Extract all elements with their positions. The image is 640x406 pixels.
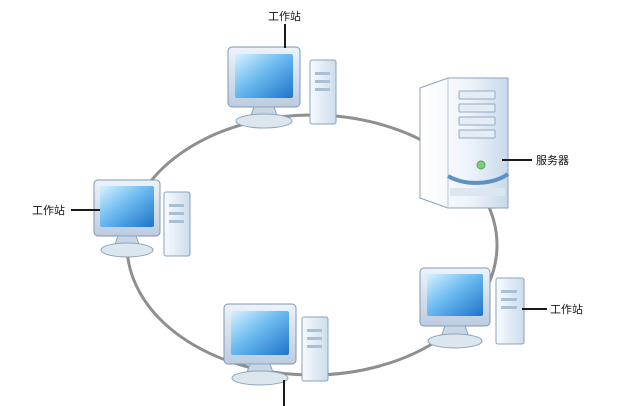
workstation-top-label: 工作站 [268,9,301,23]
computer-icon [223,303,329,386]
workstation-top [227,46,337,129]
computer-icon [227,46,337,129]
workstation-bottom [223,303,329,386]
workstation-left [93,179,191,258]
computer-icon [419,267,525,349]
computer-icon [93,179,191,258]
workstation-right-label: 工作站 [550,302,583,316]
server [419,77,510,209]
server-label: 服务器 [536,154,569,167]
workstation-left-label: 工作站 [32,203,65,217]
workstation-right [419,267,525,349]
server-icon [419,77,510,209]
